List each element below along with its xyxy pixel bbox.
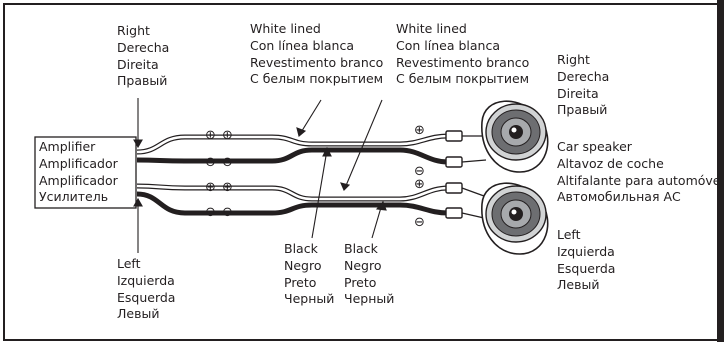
- black-line: Black: [344, 241, 378, 256]
- amplifier-label-line: Amplificador: [39, 172, 118, 188]
- left-car-speaker: [481, 182, 549, 255]
- car-speaker-line: Car speaker: [557, 139, 632, 154]
- right-speaker-line: Direita: [557, 85, 599, 101]
- car-speaker-line: Altifalante para automóve: [557, 172, 721, 188]
- right-channel-line: Derecha: [117, 39, 170, 55]
- white-lined-label-2: White lined Con línea blanca Revestiment…: [396, 21, 529, 88]
- minus-symbol: ⊖: [205, 155, 216, 170]
- amplifier-box: [34, 136, 137, 209]
- white-lined-line: Revestimento branco: [396, 54, 530, 70]
- black-line: Preto: [284, 274, 317, 290]
- polarity-symbols: ⊕ ⊕ ⊖ ⊖ ⊕ ⊕ ⊖ ⊖ ⊕ ⊖ ⊕ ⊖: [205, 123, 425, 230]
- left-speaker-line: Левый: [557, 277, 600, 293]
- plus-symbol: ⊕: [414, 123, 425, 138]
- left-channel-cable: [136, 183, 449, 216]
- left-channel-line: Левый: [117, 306, 160, 322]
- black-line: Черный: [344, 291, 395, 307]
- right-speaker-line: Right: [557, 52, 590, 67]
- black-line: Preto: [344, 274, 377, 290]
- plus-symbol: ⊕: [205, 128, 216, 143]
- white-lined-line: Revestimento branco: [250, 54, 384, 70]
- amplifier-label-line: Amplificador: [39, 155, 118, 171]
- right-channel-line: Правый: [117, 73, 168, 89]
- white-lined-line: Con línea blanca: [396, 37, 500, 53]
- car-speaker-line: Altavoz de coche: [557, 155, 664, 171]
- minus-symbol: ⊖: [205, 205, 216, 220]
- plus-symbol: ⊕: [414, 177, 425, 192]
- white-lined-line: С белым покрытием: [250, 71, 384, 87]
- left-speaker-line: Left: [557, 227, 581, 242]
- black-line: Черный: [284, 291, 335, 307]
- right-speaker-line: Derecha: [557, 68, 610, 84]
- amplifier-label: Amplifier Amplificador Amplificador Усил…: [39, 139, 118, 206]
- label-pointers: [133, 98, 387, 253]
- white-lined-line: White lined: [396, 21, 467, 36]
- black-line: Negro: [344, 257, 382, 273]
- right-channel-line: Right: [117, 23, 150, 38]
- minus-symbol: ⊖: [222, 205, 233, 220]
- amplifier-label-line: Усилитель: [39, 189, 109, 205]
- left-speaker-line: Esquerda: [557, 260, 616, 276]
- right-car-speaker: [481, 100, 549, 173]
- minus-symbol: ⊖: [414, 215, 425, 230]
- left-channel-label: Left Izquierda Esquerda Левый: [117, 256, 175, 323]
- black-label-2: Black Negro Preto Черный: [344, 241, 394, 308]
- left-speaker-label: Left Izquierda Esquerda Левый: [557, 227, 615, 294]
- terminal-connectors: [445, 130, 463, 219]
- right-speaker-label: Right Derecha Direita Правый: [557, 52, 609, 119]
- plus-symbol: ⊕: [222, 128, 233, 143]
- white-lined-line: White lined: [250, 21, 321, 36]
- minus-symbol: ⊖: [222, 155, 233, 170]
- plus-symbol: ⊕: [205, 180, 216, 195]
- car-speaker-line: Автомобильная АС: [557, 189, 681, 205]
- right-channel-label: Right Derecha Direita Правый: [117, 23, 169, 90]
- right-channel-cable: [136, 133, 449, 165]
- left-channel-line: Left: [117, 256, 141, 271]
- plus-symbol: ⊕: [222, 180, 233, 195]
- right-channel-line: Direita: [117, 56, 159, 72]
- car-speaker-label: Car speaker Altavoz de coche Altifalante…: [557, 139, 721, 206]
- amplifier-label-line: Amplifier: [39, 139, 96, 154]
- left-channel-line: Esquerda: [117, 289, 176, 305]
- white-lined-line: С белым покрытием: [396, 71, 530, 87]
- white-lined-label-1: White lined Con línea blanca Revestiment…: [250, 21, 383, 88]
- black-line: Negro: [284, 257, 322, 273]
- frame-right-bar: [717, 0, 724, 342]
- left-speaker-line: Izquierda: [557, 243, 615, 259]
- left-channel-line: Izquierda: [117, 272, 175, 288]
- right-speaker-line: Правый: [557, 102, 608, 118]
- black-line: Black: [284, 241, 318, 256]
- black-label-1: Black Negro Preto Черный: [284, 241, 334, 308]
- white-lined-line: Con línea blanca: [250, 37, 354, 53]
- minus-symbol: ⊖: [414, 164, 425, 179]
